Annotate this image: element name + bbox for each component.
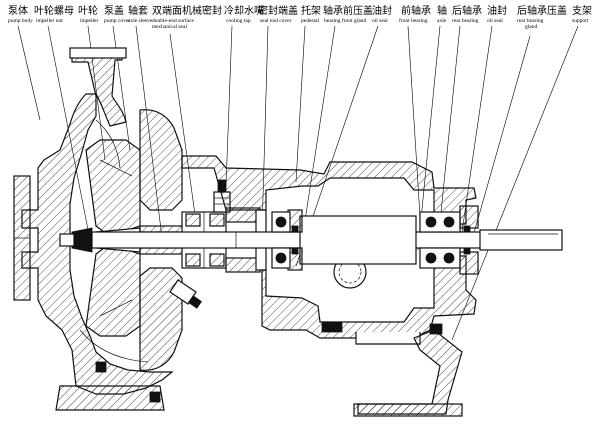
- support: [353, 323, 463, 417]
- label-pump-body-zh: 泵体: [8, 5, 28, 17]
- cooling-tap-bottom: [169, 279, 202, 309]
- label-impeller-zh: 叶轮: [78, 4, 98, 17]
- label-bearing-front-gland-en: bearing front gland: [324, 17, 366, 24]
- label-seal-end-cover-zh: 密封端盖: [258, 4, 298, 17]
- label-impeller-nut-en: impeller nut: [36, 18, 63, 24]
- label-support-en: support: [572, 18, 589, 24]
- label-pump-cover-en: pump cover: [104, 18, 130, 24]
- impeller-nut: [59, 227, 93, 253]
- label-pedestal-en: pedestal: [301, 18, 319, 24]
- label-front-bearing-en: front bearing: [399, 17, 428, 24]
- oil-seal-front: [291, 225, 299, 255]
- label-pump-body-en: pump body: [8, 18, 33, 24]
- label-axle-en: axle: [437, 18, 447, 24]
- rear-bearing-gland: [459, 205, 479, 275]
- label-cooling-tap-zh: 冷却水嘴: [224, 4, 264, 17]
- label-oil-seal-front-en: oil seal: [372, 18, 388, 24]
- label-oil-seal-front-zh: 油封: [372, 4, 392, 17]
- label-oil-seal-rear-en: oil seal: [487, 18, 503, 24]
- label-seal-end-cover-en: seal end cover: [260, 18, 292, 24]
- label-rear-bearing-zh: 后轴承: [452, 4, 482, 17]
- label-rear-bearing-en: rear bearing: [452, 18, 479, 24]
- label-rear-bearing-gland-zh: 后轴承压盖: [517, 4, 567, 17]
- label-support-zh: 支架: [572, 5, 592, 17]
- impeller: [85, 139, 141, 337]
- label-oil-seal-rear-zh: 油封: [487, 4, 507, 17]
- label-pump-cover-zh: 泵盖: [104, 4, 124, 17]
- label-cooling-tap-en: cooling tap: [226, 18, 251, 24]
- label-pedestal-zh: 托架: [301, 4, 321, 17]
- label-impeller-nut-zh: 叶轮螺母: [34, 4, 74, 17]
- label-mechanical-seal-zh: 双端面机械密封: [152, 4, 222, 17]
- label-axle-sleeve-en: axle sleeve: [128, 18, 153, 24]
- front-bearing: [271, 211, 291, 269]
- label-bearing-front-gland-zh: 轴承前压盖: [323, 4, 373, 17]
- label-front-bearing-zh: 前轴承: [401, 4, 431, 17]
- label-axle-sleeve-zh: 轴套: [128, 4, 148, 17]
- labels: 泵体 pump body 叶轮螺母 impeller nut 叶轮 impell…: [8, 4, 592, 30]
- pump-body: [13, 47, 174, 411]
- label-axle-zh: 轴: [437, 4, 447, 17]
- rear-bearing: [419, 211, 461, 269]
- label-impeller-en: impeller: [80, 18, 98, 24]
